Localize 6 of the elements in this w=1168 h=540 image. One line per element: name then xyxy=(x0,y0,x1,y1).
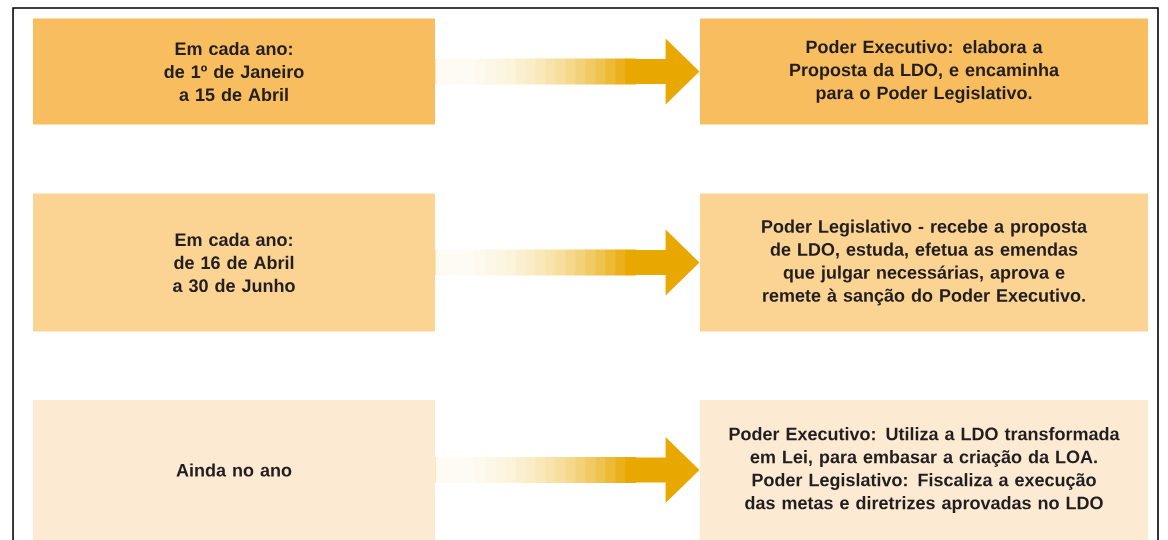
date-box: Em cada ano: de 16 de Abril a 30 de Junho xyxy=(33,193,435,332)
description-box: Poder Executivo: Utiliza a LDO transformada em Lei, para embasar a criação da LOA. Poder Legislativo: Fiscaliza a execução das metas e diretrizes aprovadas no LDO xyxy=(700,400,1148,540)
description-box: Poder Executivo: elabora a Proposta da LDO, e encaminha para o Poder Legislativo. xyxy=(700,18,1148,125)
description-box: Poder Legislativo - recebe a proposta de LDO, estuda, efetua as emendas que julgar necessárias, aprova e remete à sanção do Poder Executivo. xyxy=(700,193,1148,332)
date-box: Ainda no ano xyxy=(33,400,435,540)
date-box: Em cada ano: de 1º de Janeiro a 15 de Abril xyxy=(33,18,435,125)
